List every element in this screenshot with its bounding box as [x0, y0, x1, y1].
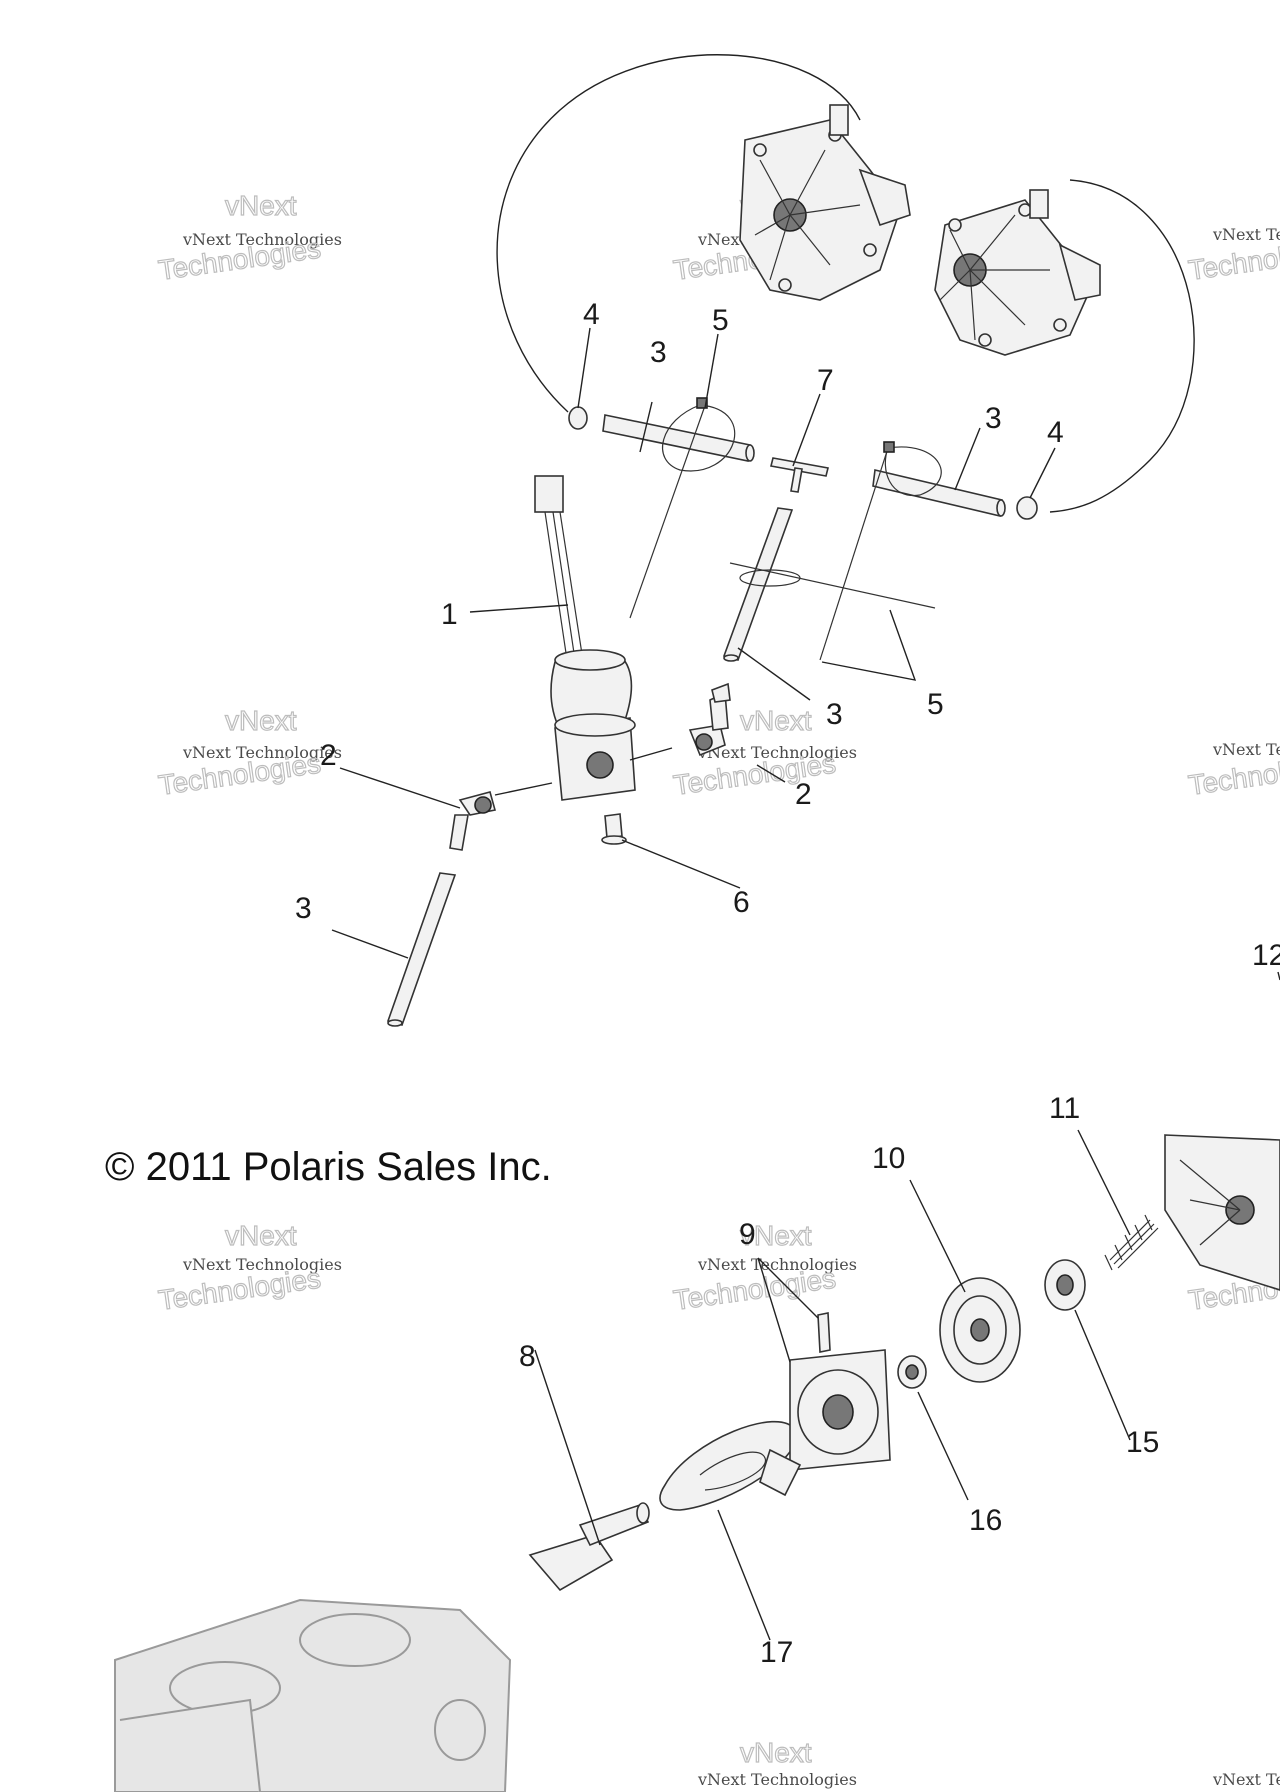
washer — [1044, 1259, 1086, 1311]
svg-text:vNext Technologies: vNext Technologies — [182, 743, 342, 762]
callout-1: 1 — [441, 598, 458, 631]
pump-base-plate — [759, 1349, 891, 1497]
svg-text:vNext: vNext — [740, 705, 812, 736]
callout-15: 15 — [1126, 1426, 1159, 1459]
pump-cover — [1164, 1134, 1280, 1291]
watermark: vNext vNext Technologies Technologies — [156, 1219, 342, 1316]
callout-12: 12 — [1252, 939, 1280, 972]
fuel-pump-housing-left — [739, 104, 911, 301]
clamp-right — [1016, 496, 1038, 520]
cable-tie-right — [819, 441, 942, 661]
valve — [897, 1355, 927, 1389]
watermark: vNext vNext Technologies Technologies — [156, 704, 342, 801]
svg-text:vNext Technologies: vNext Technologies — [182, 1255, 342, 1274]
callout-17: 17 — [760, 1636, 793, 1669]
svg-text:vNext: vNext — [225, 190, 297, 221]
retaining-pin — [601, 813, 627, 845]
fuel-pump-sender — [534, 475, 636, 801]
callout-7: 7 — [817, 364, 834, 397]
t-fitting — [770, 457, 829, 493]
leader-elbow-left — [494, 782, 553, 796]
callout-2-right: 2 — [795, 778, 812, 811]
svg-text:vNext Technologies: vNext Technologies — [1212, 225, 1280, 244]
svg-text:vNext: vNext — [225, 705, 297, 736]
svg-text:vNext Technologies: vNext Technologies — [1212, 1770, 1280, 1789]
hose-upper-right — [872, 469, 1006, 517]
pump-pin — [817, 1312, 831, 1353]
callout-3-upper-left: 3 — [650, 336, 667, 369]
leader-elbow-right — [629, 747, 673, 761]
hose-routing-curve-left — [496, 54, 861, 413]
watermark: vNext vNext Technologies Technologies — [671, 1219, 857, 1316]
fitting-tube — [528, 1502, 650, 1592]
svg-text:vNext Technologies: vNext Technologies — [697, 743, 857, 762]
svg-text:vNext Technologies: vNext Technologies — [697, 1770, 857, 1789]
callout-5-top: 5 — [712, 304, 729, 337]
watermark: vNext Technologies — [1212, 1770, 1280, 1789]
callout-3-upper-right: 3 — [985, 402, 1002, 435]
hose-center — [722, 507, 794, 662]
callout-5-bottom: 5 — [927, 688, 944, 721]
elbow-fitting-right — [688, 682, 731, 757]
callout-2-left: 2 — [320, 739, 337, 772]
callout-6: 6 — [733, 886, 750, 919]
svg-text:vNext Technologies: vNext Technologies — [1212, 740, 1280, 759]
callout-3-lower: 3 — [295, 892, 312, 925]
svg-text:vNext: vNext — [740, 1737, 812, 1768]
spring — [1104, 1214, 1159, 1271]
watermark: vNext vNext Technologies — [697, 1736, 857, 1789]
diaphragm — [939, 1277, 1021, 1383]
watermark: vNext vNext Technologies Technologies — [156, 189, 342, 286]
watermark: vNext Technologies Technologies — [1186, 740, 1280, 802]
callout-3-center: 3 — [826, 698, 843, 731]
cable-tie-lower — [729, 562, 936, 609]
copyright-notice: © 2011 Polaris Sales Inc. — [105, 1145, 552, 1189]
elbow-fitting-left — [449, 791, 497, 851]
watermark: vNext Technologies Technologies — [1186, 225, 1280, 287]
svg-text:vNext: vNext — [225, 1220, 297, 1251]
callout-11: 11 — [1049, 1092, 1080, 1125]
callout-9: 9 — [739, 1218, 756, 1251]
engine-block — [114, 1598, 512, 1792]
callout-16: 16 — [969, 1504, 1002, 1537]
svg-text:vNext: vNext — [740, 1220, 812, 1251]
hose-routing-curve-right — [1049, 179, 1195, 513]
gasket — [659, 1420, 798, 1511]
callout-8: 8 — [519, 1340, 536, 1373]
hose-upper-left — [602, 414, 755, 462]
hose-lower — [386, 872, 457, 1027]
watermarks: vNext vNext Technologies Technologies vN… — [156, 189, 1280, 1789]
callouts: 1 2 2 3 3 3 3 4 4 5 5 6 7 8 9 10 11 12 1… — [295, 298, 1280, 1669]
fuel-pump-housing-right — [934, 189, 1101, 356]
callout-4-right: 4 — [1047, 416, 1064, 449]
svg-text:vNext Technologies: vNext Technologies — [697, 1255, 857, 1274]
cable-tie-left — [629, 397, 736, 619]
callout-4-left: 4 — [583, 298, 600, 331]
leader-lines — [331, 327, 1280, 1641]
svg-text:vNext Technologies: vNext Technologies — [182, 230, 342, 249]
clamp-left — [568, 406, 588, 430]
callout-10: 10 — [872, 1142, 905, 1175]
